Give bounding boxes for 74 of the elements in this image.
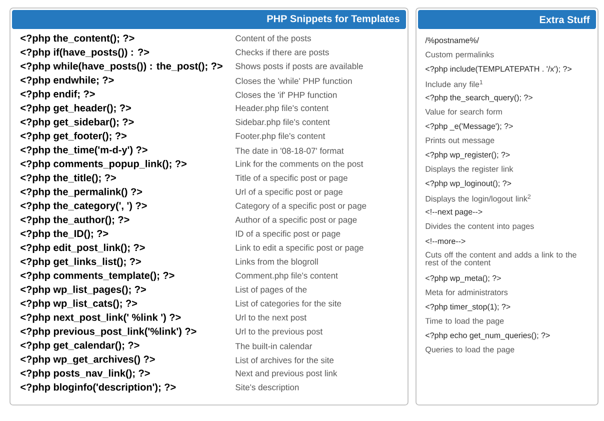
code-snippet: <?php get_header(); ?> — [20, 104, 131, 114]
description: Sidebar.php file's content — [236, 118, 330, 127]
code-snippet: <?php timer_stop(1); ?> — [426, 304, 510, 312]
code-snippet: /%postname%/ — [425, 37, 479, 45]
code-snippet: <?php wp_register(); ?> — [426, 152, 510, 160]
code-snippet: <?php the_author(); ?> — [20, 216, 130, 226]
description: Footer.php file's content — [236, 132, 326, 141]
description: Link to edit a specific post or page — [236, 244, 364, 252]
code-snippet: <?php while(have_posts()) : the_post(); ?> — [20, 62, 222, 72]
description: Comment.php file's content — [236, 272, 338, 280]
code-snippet: <?php wp_get_archives() ?> — [20, 355, 155, 365]
description: Custom permalinks — [426, 52, 494, 59]
code-snippet: <?php the_category(', ') ?> — [20, 202, 147, 212]
description: Site's description — [236, 384, 299, 392]
description: List of pages of the — [236, 286, 307, 294]
code-snippet: <?php the_ID(); ?> — [20, 230, 108, 240]
description: Title of a specific post or page — [235, 174, 348, 183]
description: Url to the next post — [236, 314, 306, 322]
code-snippet: <?php endif; ?> — [20, 90, 95, 100]
code-snippet: <?php the_content(); ?> — [20, 34, 134, 44]
code-snippet: <?php the_time('m-d-y') ?> — [20, 146, 148, 156]
code-snippet: <?php wp_list_cats(); ?> — [20, 300, 138, 309]
code-snippet: <?php the_title(); ?> — [20, 174, 116, 184]
description: Include any file$^{1}$ — [426, 80, 482, 89]
code-snippet: <?php the_search_query(); ?> — [426, 94, 532, 102]
description: Value for search form — [425, 108, 502, 115]
description: The date in '08-18-07' format — [235, 148, 344, 154]
code-snippet: <?php next_post_link(' %link ') ?> — [20, 314, 181, 323]
description: Link for the comments on the post — [236, 160, 364, 169]
code-snippet: <?php previous_post_link('%link') ?> — [20, 328, 196, 337]
description: ID of a specific post or page — [236, 230, 340, 238]
description: Closes the 'while' PHP function — [236, 78, 352, 84]
description: Next and previous post link — [236, 370, 338, 378]
description: Content of the posts — [236, 35, 311, 43]
code-snippet: <?php if(have_posts()) : ?> — [20, 48, 150, 58]
code-snippet: <?php wp_meta(); ?> — [426, 275, 501, 283]
description: Queries to load the page — [426, 346, 514, 354]
code-snippet: <?php get_links_list(); ?> — [20, 258, 141, 268]
code-snippet: <?php comments_popup_link(); ?> — [20, 160, 186, 170]
code-snippet: <?php comments_template(); ?> — [20, 272, 174, 281]
description: Links from the blogroll — [236, 258, 318, 266]
description: Shows posts if posts are available — [236, 62, 363, 71]
code-snippet: <!--next page--> — [426, 209, 482, 216]
description: Url to the previous post — [236, 328, 323, 336]
code-snippet: <?php get_footer(); ?> — [20, 132, 126, 142]
code-snippet: <?php posts_nav_link(); ?> — [20, 369, 150, 379]
description: Meta for administrators — [426, 289, 508, 296]
description: Displays the register link — [426, 166, 514, 174]
description: Author of a specific post or page — [235, 216, 357, 224]
code-snippet: <?php edit_post_link(); ?> — [20, 244, 145, 254]
code-snippet: <?php _e('Message'); ?> — [426, 123, 513, 131]
code-snippet: <?php endwhile; ?> — [20, 76, 114, 86]
description: Header.php file's content — [236, 104, 328, 113]
description: Time to load the page — [425, 318, 504, 326]
code-snippet: <?php get_sidebar(); ?> — [20, 118, 134, 128]
description: Prints out message — [426, 137, 494, 145]
description: Cuts off the content and adds a link to the rest of the content — [426, 252, 576, 266]
code-snippet: <!--more--> — [426, 238, 466, 244]
description: Closes the 'if' PHP function — [236, 92, 337, 98]
code-snippet: <?php echo get_num_queries(); ?> — [426, 332, 550, 340]
code-snippet: <?php wp_loginout(); ?> — [426, 180, 512, 188]
description: Category of a specific post or page — [236, 202, 366, 210]
code-snippet: <?php the_permalink() ?> — [20, 188, 142, 198]
code-snippet: <?php include(TEMPLATEPATH . '/x'); ?> — [426, 66, 572, 74]
description: List of archives for the site — [236, 356, 334, 364]
description: The built-in calendar — [235, 342, 312, 350]
description: List of categories for the site — [236, 300, 342, 308]
description: Checks if there are posts — [236, 49, 329, 57]
code-snippet: <?php get_calendar(); ?> — [20, 341, 140, 351]
description: Displays the login/logout link$^{2}$ — [426, 194, 531, 204]
code-snippet: <?php bloginfo('description'); ?> — [20, 383, 176, 393]
code-snippet: <?php wp_list_pages(); ?> — [20, 286, 146, 295]
description: Url of a specific post or page — [236, 188, 343, 197]
description: Divides the content into pages — [426, 223, 534, 231]
